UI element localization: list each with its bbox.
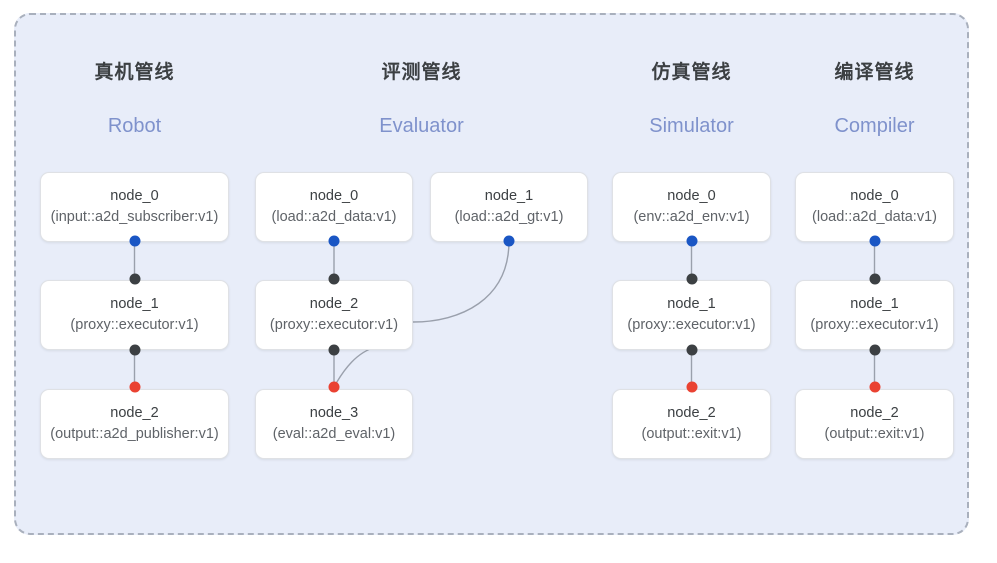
port-input-compiler-1[interactable] <box>869 273 880 285</box>
node-simulator-2[interactable]: node_2 (output::exit:v1) <box>612 389 771 459</box>
port-output-compiler-1[interactable] <box>869 344 880 356</box>
node-name: node_1 <box>110 296 159 312</box>
port-input-simulator-1[interactable] <box>686 273 697 285</box>
port-input-compiler-2[interactable] <box>869 381 880 393</box>
node-spec: (input::a2d_subscriber:v1) <box>50 209 219 225</box>
node-spec: (proxy::executor:v1) <box>627 317 756 333</box>
node-evaluator-3[interactable]: node_3 (eval::a2d_eval:v1) <box>255 389 413 459</box>
node-spec: (proxy::executor:v1) <box>70 317 199 333</box>
node-name: node_3 <box>309 405 359 421</box>
node-name: node_1 <box>850 296 899 312</box>
node-spec: (output::exit:v1) <box>641 426 742 442</box>
node-name: node_0 <box>110 188 159 204</box>
node-spec: (load::a2d_gt:v1) <box>454 209 564 225</box>
node-name: node_0 <box>667 188 716 204</box>
node-name: node_2 <box>667 405 716 421</box>
node-spec: (proxy::executor:v1) <box>269 317 399 333</box>
node-spec: (output::a2d_publisher:v1) <box>50 426 219 442</box>
node-evaluator-0[interactable]: node_0 (load::a2d_data:v1) <box>255 172 413 242</box>
node-name: node_1 <box>484 188 534 204</box>
port-input-simulator-2[interactable] <box>686 381 697 393</box>
port-input-evaluator-2[interactable] <box>328 273 340 285</box>
port-output-robot-1[interactable] <box>129 344 140 356</box>
node-spec: (env::a2d_env:v1) <box>633 209 750 225</box>
node-evaluator-1[interactable]: node_1 (load::a2d_gt:v1) <box>430 172 588 242</box>
node-name: node_2 <box>309 296 359 312</box>
node-compiler-2[interactable]: node_2 (output::exit:v1) <box>795 389 954 459</box>
node-name: node_2 <box>850 405 899 421</box>
node-spec: (proxy::executor:v1) <box>810 317 939 333</box>
node-name: node_0 <box>850 188 899 204</box>
node-compiler-1[interactable]: node_1 (proxy::executor:v1) <box>795 280 954 350</box>
node-robot-1[interactable]: node_1 (proxy::executor:v1) <box>40 280 229 350</box>
node-robot-0[interactable]: node_0 (input::a2d_subscriber:v1) <box>40 172 229 242</box>
node-simulator-1[interactable]: node_1 (proxy::executor:v1) <box>612 280 771 350</box>
node-simulator-0[interactable]: node_0 (env::a2d_env:v1) <box>612 172 771 242</box>
port-output-evaluator-0[interactable] <box>328 235 340 247</box>
port-output-compiler-0[interactable] <box>869 235 880 247</box>
node-name: node_1 <box>667 296 716 312</box>
port-output-robot-0[interactable] <box>129 235 140 247</box>
node-spec: (load::a2d_data:v1) <box>271 209 397 225</box>
node-compiler-0[interactable]: node_0 (load::a2d_data:v1) <box>795 172 954 242</box>
port-output-simulator-0[interactable] <box>686 235 697 247</box>
node-spec: (output::exit:v1) <box>824 426 925 442</box>
port-input-robot-1[interactable] <box>129 273 140 285</box>
port-output-evaluator-1[interactable] <box>503 235 515 247</box>
port-output-simulator-1[interactable] <box>686 344 697 356</box>
port-input-robot-2[interactable] <box>129 381 140 393</box>
node-spec: (eval::a2d_eval:v1) <box>272 426 396 442</box>
port-output-evaluator-2[interactable] <box>328 344 340 356</box>
node-name: node_2 <box>110 405 159 421</box>
port-input-evaluator-3[interactable] <box>328 381 340 393</box>
node-robot-2[interactable]: node_2 (output::a2d_publisher:v1) <box>40 389 229 459</box>
node-spec: (load::a2d_data:v1) <box>812 209 937 225</box>
node-evaluator-2[interactable]: node_2 (proxy::executor:v1) <box>255 280 413 350</box>
node-name: node_0 <box>309 188 359 204</box>
